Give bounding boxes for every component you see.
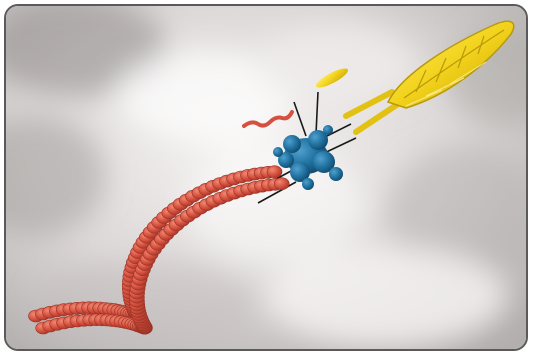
red-chain-bead [267,166,282,178]
scene-illustration [6,6,526,349]
red-chain-bead [274,178,289,190]
image-panel [4,4,528,351]
